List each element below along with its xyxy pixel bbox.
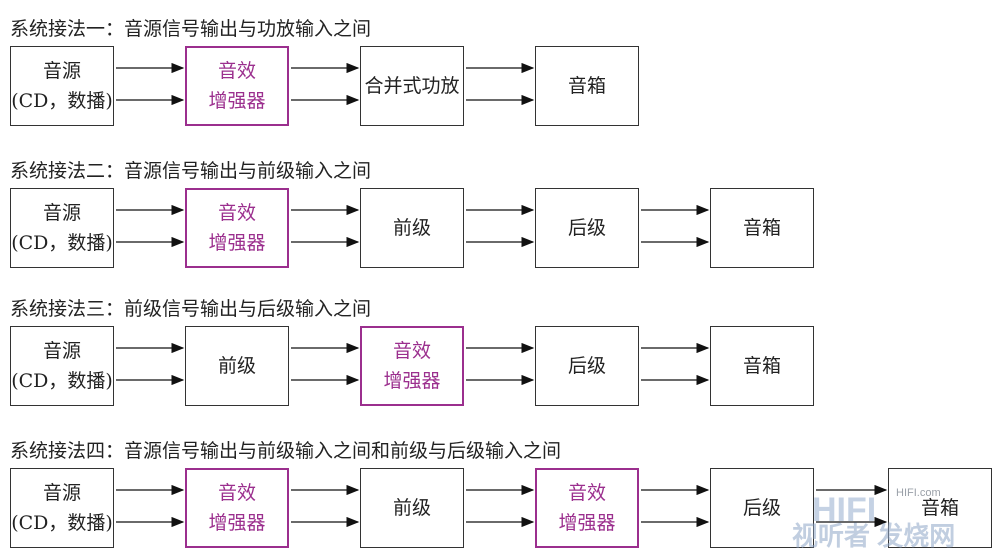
component-block: 音源 (CD，数播) bbox=[10, 188, 114, 268]
component-block: 后级 bbox=[535, 326, 639, 406]
component-block: 音源 (CD，数播) bbox=[10, 46, 114, 126]
effect-enhancer-block: 音效 增强器 bbox=[185, 46, 289, 126]
component-block: 前级 bbox=[360, 188, 464, 268]
site-watermark: 视听者 发烧网 HIFI HIFI.com bbox=[784, 481, 994, 551]
signal-arrows bbox=[116, 62, 535, 106]
effect-enhancer-block: 音效 增强器 bbox=[535, 468, 639, 548]
component-block: 前级 bbox=[360, 468, 464, 548]
component-block: 前级 bbox=[185, 326, 289, 406]
diagram-3: 系统接法三：前级信号输出与后级输入之间音源 (CD，数播) 前级音效 增强器后级音… bbox=[0, 290, 1000, 415]
signal-arrows bbox=[116, 484, 888, 528]
component-block: 后级 bbox=[535, 188, 639, 268]
diagram-title: 系统接法四：音源信号输出与前级输入之间和前级与后级输入之间 bbox=[10, 440, 562, 462]
effect-enhancer-block: 音效 增强器 bbox=[185, 468, 289, 548]
diagram-4: 系统接法四：音源信号输出与前级输入之间和前级与后级输入之间音源 (CD，数播) 音… bbox=[0, 432, 1000, 557]
signal-arrows bbox=[116, 204, 710, 248]
watermark-small-text: HIFI.com bbox=[896, 487, 941, 499]
component-block: 音箱 bbox=[888, 468, 992, 548]
effect-enhancer-block: 音效 增强器 bbox=[360, 326, 464, 406]
component-block: 合并式功放 bbox=[360, 46, 464, 126]
diagram-title: 系统接法二：音源信号输出与前级输入之间 bbox=[10, 160, 372, 182]
watermark-logo-text: HIFI bbox=[812, 491, 876, 529]
effect-enhancer-block: 音效 增强器 bbox=[185, 188, 289, 268]
diagram-title: 系统接法三：前级信号输出与后级输入之间 bbox=[10, 298, 372, 320]
component-block: 后级 bbox=[710, 468, 814, 548]
component-block: 音箱 bbox=[710, 188, 814, 268]
signal-arrows bbox=[116, 342, 710, 386]
component-block: 音源 (CD，数播) bbox=[10, 326, 114, 406]
diagram-title: 系统接法一：音源信号输出与功放输入之间 bbox=[10, 18, 372, 40]
watermark-site-text: 视听者 发烧网 bbox=[792, 521, 955, 551]
hifi-logo-icon: 视听者 发烧网 HIFI bbox=[792, 491, 955, 551]
diagram-1: 系统接法一：音源信号输出与功放输入之间音源 (CD，数播) 音效 增强器合并式功放… bbox=[0, 10, 1000, 135]
component-block: 音箱 bbox=[710, 326, 814, 406]
component-block: 音箱 bbox=[535, 46, 639, 126]
diagram-2: 系统接法二：音源信号输出与前级输入之间音源 (CD，数播) 音效 增强器前级后级音… bbox=[0, 152, 1000, 277]
component-block: 音源 (CD，数播) bbox=[10, 468, 114, 548]
